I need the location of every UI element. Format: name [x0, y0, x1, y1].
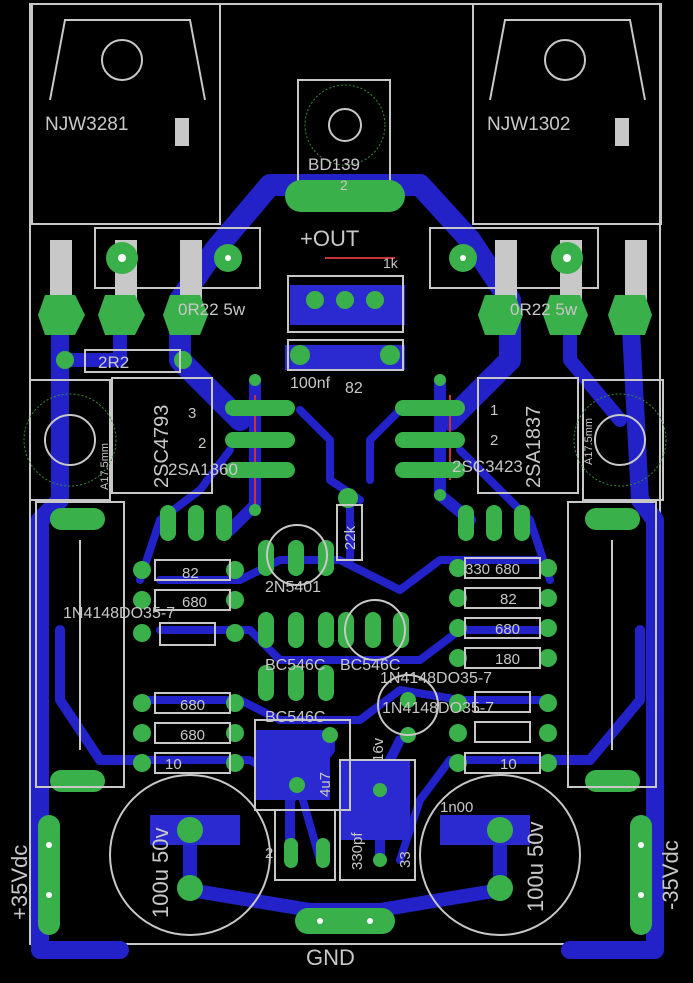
r-1k-label: 1k	[383, 255, 399, 271]
t-right-b-label: 2SC3423	[452, 457, 523, 476]
r-82-l-label: 82	[182, 565, 199, 582]
q-bc-b-label: BC546C	[340, 657, 400, 674]
c-4u7-label: 4u7	[317, 772, 334, 797]
r-right-label: 0R22 5w	[510, 300, 578, 319]
d-left-label: 1N4148DO35-7	[63, 605, 175, 622]
pwr-neg-label: -35Vdc	[658, 840, 683, 910]
r-82-r-label: 82	[500, 591, 517, 608]
clamp-right	[429, 227, 599, 289]
r-330-r-label: 330	[465, 561, 490, 578]
c-100nf-label: 100nf	[290, 375, 331, 392]
r-180-r-label: 180	[495, 651, 520, 668]
r-10-l-label: 10	[165, 756, 182, 773]
r-2r2-label: 2R2	[98, 353, 129, 372]
t-right-pin2: 2	[490, 432, 498, 449]
r-82-top-label: 82	[345, 380, 363, 397]
t-left-pin3: 3	[188, 405, 196, 422]
silkscreen	[23, 275, 667, 936]
d-right-b-label: 1N4148DO35-7	[382, 700, 494, 717]
hs-right-label: A17.5mm	[583, 418, 595, 465]
d-right-a-label: 1N4148DO35-7	[380, 670, 492, 687]
q-left-label: NJW3281	[45, 114, 128, 135]
bd139-label: BD139	[308, 155, 360, 174]
bd139-pin2: 2	[340, 177, 348, 193]
q-bc-a-label: BC546C	[265, 657, 325, 674]
pads	[38, 180, 652, 935]
q-right-label: NJW1302	[487, 114, 570, 135]
t-left-b-label: 2SA1360	[168, 460, 238, 479]
t-right-a-label: 2SA1837	[523, 406, 545, 488]
r-680-l3-label: 680	[180, 727, 205, 744]
cap-right-label: 100u 50v	[523, 821, 548, 912]
q-2n5401-label: 2N5401	[265, 579, 321, 596]
pwr-pos-label: +35Vdc	[7, 845, 32, 920]
clamp-left	[94, 227, 261, 289]
q-bc-c-label: BC546C	[265, 709, 325, 726]
r-680-r-label: 680	[495, 561, 520, 578]
transistor-q-right[interactable]: NJW1302	[472, 3, 662, 300]
c-330pf-label: 330pf	[349, 832, 366, 870]
t-left-pin2: 2	[198, 435, 206, 452]
c-33-label: 33	[397, 851, 414, 868]
r-left-label: 0R22 5w	[178, 300, 246, 319]
cap-left-label: 100u 50v	[148, 827, 173, 918]
out-label: +OUT	[300, 226, 359, 251]
t-right-pin1: 1	[490, 402, 498, 419]
hs-left-label: A17.5mm	[99, 443, 111, 490]
c-pin2: 2	[265, 845, 273, 862]
r-680-l2-label: 680	[180, 697, 205, 714]
r-10-r-label: 10	[500, 756, 517, 773]
c-16v-label: 16v	[370, 737, 387, 762]
r-680-r2-label: 680	[495, 621, 520, 638]
gnd-label: GND	[306, 945, 355, 970]
r-680-l-label: 680	[182, 594, 207, 611]
c-1n00-label: 1n00	[440, 799, 473, 816]
t-left-a-label: 2SC4793	[151, 405, 173, 488]
r-22k-label: 22k	[342, 525, 359, 550]
